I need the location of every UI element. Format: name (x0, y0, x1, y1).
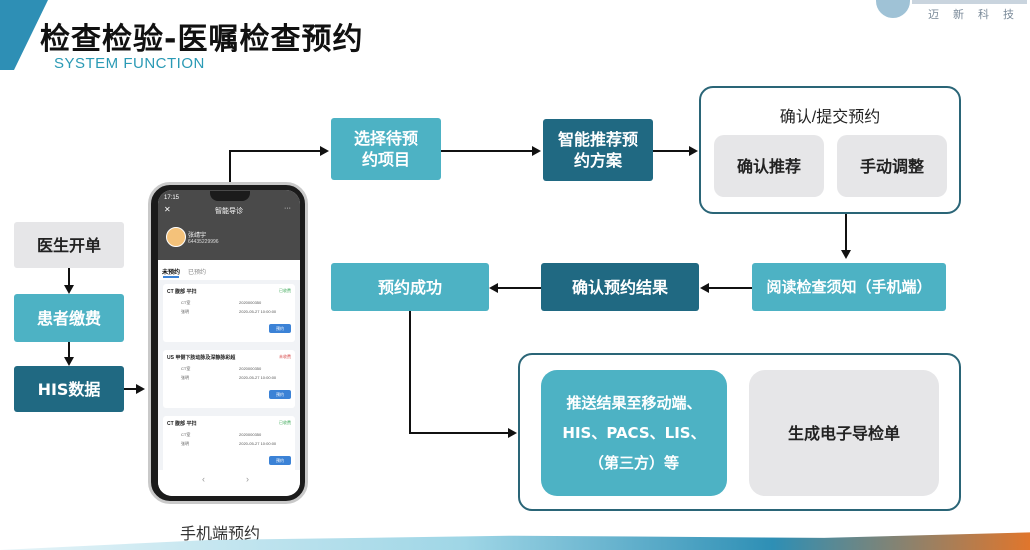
card-doctor: 张明 (181, 375, 189, 380)
card-time: 2020-05-27 10:00:00 (239, 375, 277, 380)
smart-recommend-box: 智能推荐预约方案 (543, 119, 653, 181)
arrow-head-right (532, 146, 541, 156)
logo-text: 迈新科技 (928, 9, 1028, 21)
avatar (166, 227, 186, 247)
page-title: 检查检验-医嘱检查预约 (40, 22, 364, 57)
arrow-line (409, 311, 411, 434)
arrow-head-right (320, 146, 329, 156)
arrow-line (653, 150, 690, 152)
arrow-line (229, 150, 321, 152)
arrow-line (708, 287, 752, 289)
arrow-line (68, 268, 70, 286)
phone-screen: 17:15 ✕ 智能导诊 ··· 张靖宇 64435229996 未预约 已预约… (158, 190, 300, 496)
arrow-head-down (64, 357, 74, 366)
card-room: CT室 (181, 432, 191, 437)
confirm-submit-title: 确认/提交预约 (779, 109, 881, 126)
card-doctor: 张明 (181, 309, 189, 314)
appointment-card[interactable]: CT 腹部 平扫 已收费 CT室张明 2020000350 2020-05-27 10:… (163, 416, 295, 474)
arrow-head-right (136, 384, 145, 394)
arrow-line (124, 388, 138, 390)
card-apply-no: 2020000350 (239, 366, 262, 371)
arrow-line (409, 432, 509, 434)
header-accent-bar (0, 0, 14, 70)
appointment-card[interactable]: CT 腹部 平扫 已收费 CT室张明 2020000350 2020-05-27 10:… (163, 284, 295, 342)
card-doctor: 张明 (181, 441, 189, 446)
arrow-line (497, 287, 541, 289)
confirm-recommend-box: 确认推荐 (714, 135, 824, 197)
arrow-head-down (841, 250, 851, 259)
decorative-wave (0, 532, 1030, 550)
forward-icon[interactable]: › (246, 474, 249, 484)
card-room: CT室 (181, 366, 191, 371)
arrow-head-left (489, 283, 498, 293)
appointment-card[interactable]: US 甲侧下肢动脉及深静脉彩超 未收费 CT室张明 2020000350 2020-05… (163, 350, 295, 408)
logo-banner (912, 0, 1027, 4)
logo-icon (876, 0, 910, 18)
booking-success-box: 预约成功 (331, 263, 489, 311)
generate-guide-box: 生成电子导检单 (749, 370, 939, 496)
tab-done[interactable]: 已预约 (188, 270, 207, 276)
close-icon[interactable]: ✕ (164, 205, 171, 214)
book-button[interactable]: 预约 (269, 456, 291, 465)
phone-notch (210, 191, 250, 201)
manual-adjust-box: 手动调整 (837, 135, 947, 197)
tab-pending[interactable]: 未预约 (162, 270, 181, 276)
card-time: 2020-05-27 10:00:00 (239, 309, 277, 314)
read-notice-box: 阅读检查须知（手机端） (752, 263, 946, 311)
arrow-head-right (508, 428, 517, 438)
status-badge: 已收费 (279, 288, 291, 293)
arrow-head-right (689, 146, 698, 156)
select-items-box: 选择待预约项目 (331, 118, 441, 180)
card-apply-no: 2020000350 (239, 432, 262, 437)
arrow-head-left (700, 283, 709, 293)
push-result-box: 推送结果至移动端、HIS、PACS、LIS、（第三方）等 (541, 370, 727, 496)
more-icon[interactable]: ··· (284, 205, 291, 212)
phone-user-id: 64435229996 (188, 239, 219, 245)
phone-caption: 手机端预约 (180, 526, 261, 543)
card-title: CT 腹部 平扫 (167, 289, 197, 295)
arrow-line (845, 214, 847, 250)
back-icon[interactable]: ‹ (202, 474, 205, 484)
card-title: CT 腹部 平扫 (167, 421, 197, 427)
card-time: 2020-05-27 10:00:00 (239, 441, 277, 446)
phone-app-title: 智能导诊 (215, 208, 243, 215)
patient-pay-box: 患者缴费 (14, 294, 124, 342)
tab-indicator (163, 276, 179, 278)
book-button[interactable]: 预约 (269, 324, 291, 333)
phone-user-name: 张靖宇 (188, 233, 207, 239)
his-data-box: HIS数据 (14, 366, 124, 412)
book-button[interactable]: 预约 (269, 390, 291, 399)
phone-time: 17:15 (164, 195, 180, 201)
confirm-result-box: 确认预约结果 (541, 263, 699, 311)
status-badge: 已收费 (279, 420, 291, 425)
card-room: CT室 (181, 300, 191, 305)
arrow-head-down (64, 285, 74, 294)
card-title: US 甲侧下肢动脉及深静脉彩超 (167, 355, 236, 361)
arrow-line (441, 150, 533, 152)
status-badge: 未收费 (279, 354, 291, 359)
doctor-order-box: 医生开单 (14, 222, 124, 268)
arrow-line (68, 342, 70, 358)
arrow-line (229, 150, 231, 182)
header-accent-triangle (14, 0, 48, 70)
page-subtitle: SYSTEM FUNCTION (54, 55, 205, 72)
card-apply-no: 2020000350 (239, 300, 262, 305)
